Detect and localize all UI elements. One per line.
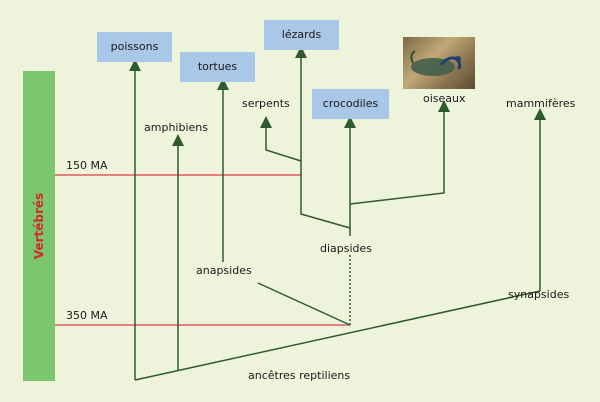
taxon-crocodiles: crocodiles xyxy=(312,89,389,119)
branch-lezards xyxy=(301,52,350,228)
taxon-lezards: lézards xyxy=(264,20,339,50)
clade-ancetres-reptiliens: ancêtres reptiliens xyxy=(248,369,350,383)
time-label-150: 150 MA xyxy=(66,159,108,173)
clade-anapsides: anapsides xyxy=(196,264,252,278)
taxon-oiseaux: oiseaux xyxy=(423,92,466,106)
taxon-poissons: poissons xyxy=(97,32,172,62)
peacock-photo xyxy=(403,37,475,89)
branch-anapsides-stem xyxy=(258,283,350,325)
taxon-tortues: tortues xyxy=(180,52,255,82)
taxon-mammiferes: mammifères xyxy=(506,97,575,111)
branch-oiseaux xyxy=(350,106,444,204)
peacock-icon xyxy=(403,37,475,89)
time-label-350: 350 MA xyxy=(66,309,108,323)
clade-diapsides: diapsides xyxy=(320,242,372,256)
branch-serpents xyxy=(266,122,301,161)
taxon-serpents: serpents xyxy=(242,97,290,111)
trunk-branch xyxy=(135,291,540,380)
taxon-amphibiens: amphibiens xyxy=(144,121,208,135)
clade-synapsides: synapsides xyxy=(508,288,569,302)
